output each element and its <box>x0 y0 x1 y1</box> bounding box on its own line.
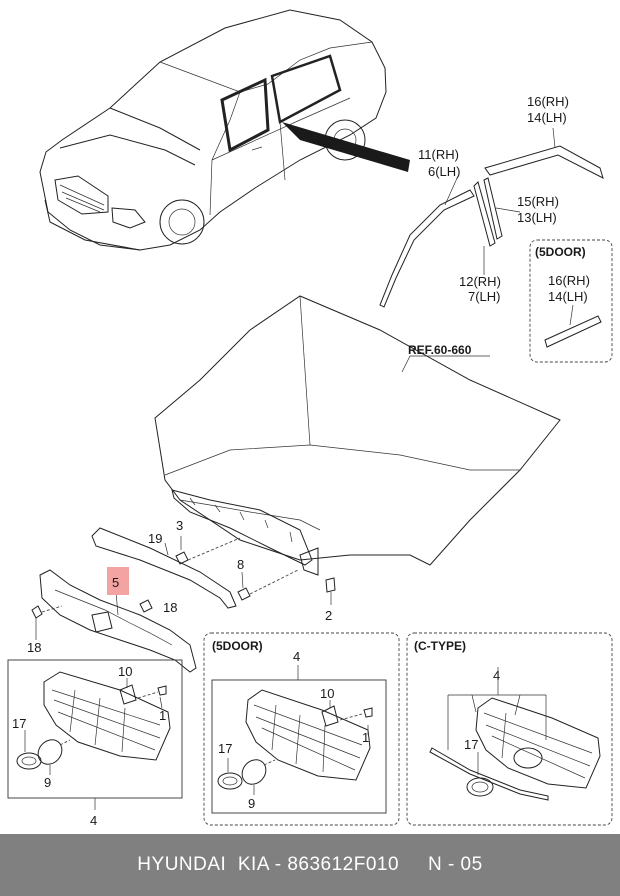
label-17-mid: 17 <box>218 741 232 756</box>
label-18-left: 18 <box>27 640 41 655</box>
label-1-left: 1 <box>159 708 166 723</box>
label-11rh: 11(RH) <box>418 147 459 162</box>
label-2: 2 <box>325 608 332 623</box>
label-1-mid: 1 <box>362 730 369 745</box>
label-14lh-top: 14(LH) <box>527 110 567 125</box>
fasteners <box>175 536 336 605</box>
label-8: 8 <box>237 557 244 572</box>
five-door-detail-mid <box>203 632 400 826</box>
label-13lh: 13(LH) <box>517 210 557 225</box>
label-17-left: 17 <box>12 716 26 731</box>
c-type-detail <box>406 632 613 826</box>
parts-diagram: 16(RH) 14(LH) 11(RH) 6(LH) 15(RH) 13(LH)… <box>7 9 613 828</box>
five-door-detail-top <box>529 239 613 363</box>
label-7lh: 7(LH) <box>468 289 501 304</box>
label-ref: REF.60-660 <box>408 343 472 357</box>
label-12rh: 12(RH) <box>459 274 501 289</box>
car-illustration <box>39 9 410 251</box>
label-3: 3 <box>176 518 183 533</box>
label-5door-mid: (5DOOR) <box>212 639 263 653</box>
footer-spacer <box>399 854 428 876</box>
label-19: 19 <box>148 531 162 546</box>
label-17-right: 17 <box>464 737 478 752</box>
label-4-mid: 4 <box>293 649 300 664</box>
footer-part-number: HYUNDAI KIA - 863612F010 <box>137 854 400 875</box>
label-14lh-box: 14(LH) <box>548 289 588 304</box>
door-moulding-strips <box>379 127 604 308</box>
grille-support-panel <box>31 569 197 673</box>
label-16rh-box: 16(RH) <box>548 273 590 288</box>
label-5door-top: (5DOOR) <box>535 245 586 259</box>
hood-panel <box>154 295 561 576</box>
label-16rh-top: 16(RH) <box>527 94 569 109</box>
footer-bar: HYUNDAI KIA - 863612F010 N - 05 <box>0 834 620 896</box>
label-10-mid: 10 <box>320 686 334 701</box>
label-18-right: 18 <box>163 600 177 615</box>
label-5: 5 <box>112 575 119 590</box>
label-9-mid: 9 <box>248 796 255 811</box>
part-5-highlight <box>107 567 129 595</box>
hood-seal-strip <box>91 527 237 609</box>
label-6lh: 6(LH) <box>428 164 461 179</box>
label-9-left: 9 <box>44 775 51 790</box>
footer-page-code: N - 05 <box>427 854 483 875</box>
label-ctype: (C-TYPE) <box>414 639 466 653</box>
label-4-right: 4 <box>493 668 500 683</box>
grille-detail-left <box>7 659 183 810</box>
label-15rh: 15(RH) <box>517 194 559 209</box>
label-4-left: 4 <box>90 813 97 828</box>
label-10-left: 10 <box>118 664 132 679</box>
